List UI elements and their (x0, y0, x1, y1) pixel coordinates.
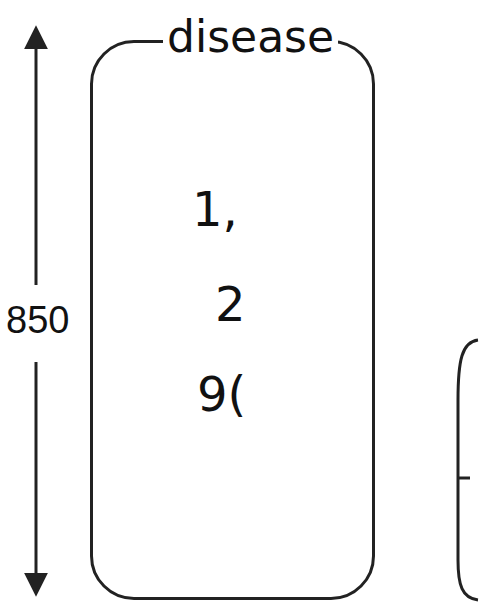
node-heading: disease (163, 13, 338, 61)
node-entry: 9( (193, 368, 250, 421)
dimension-label: 850 (4, 300, 71, 342)
node-entry: 2 (211, 278, 250, 331)
node-entry: 1, (188, 183, 242, 236)
dimension-arrow-up (35, 30, 38, 285)
rounded-box: disease1,29( (90, 40, 375, 600)
partial-shape (458, 340, 478, 600)
dimension-arrow-down (35, 362, 38, 592)
partial-shape-tick (458, 477, 470, 480)
